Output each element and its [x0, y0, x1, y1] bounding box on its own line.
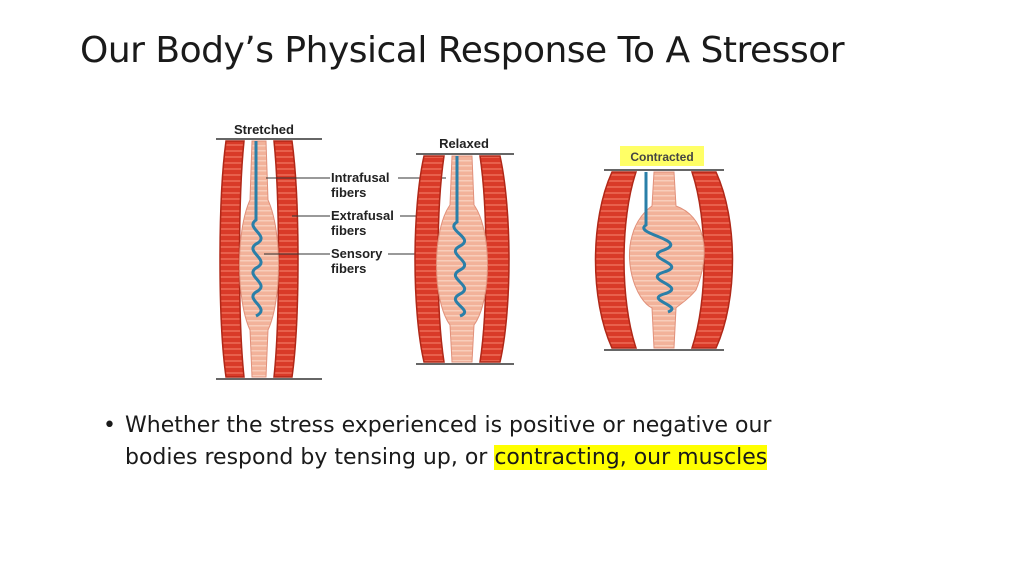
callout-intrafusal-line1: Intrafusal [331, 170, 390, 185]
bullet-symbol: • [103, 413, 116, 438]
state-label-contracted: Contracted [630, 150, 693, 164]
bullet-text-highlighted: contracting, our muscles [494, 445, 768, 470]
callout-extrafusal-line1: Extrafusal [331, 208, 394, 223]
muscle-relaxed: Relaxed [414, 136, 514, 365]
extrafusal-fiber-right [690, 171, 734, 349]
state-label-highlight [620, 146, 704, 166]
callout-sensory-line2: fibers [331, 261, 366, 276]
sensory-fiber [251, 141, 263, 318]
extrafusal-fiber-left [219, 140, 245, 378]
muscle-contracted: Contracted [594, 146, 734, 351]
state-label-stretched: Stretched [234, 122, 294, 137]
muscle-stretched: Stretched [216, 122, 322, 380]
extrafusal-fiber-left [594, 171, 638, 349]
extrafusal-fiber-right [479, 155, 510, 363]
callout-sensory-line1: Sensory [331, 246, 383, 261]
extrafusal-fiber-left [414, 155, 445, 363]
callout-intrafusal-line2: fibers [331, 185, 366, 200]
sensory-fiber [642, 172, 674, 314]
sensory-fiber [452, 156, 467, 318]
bullet-item: • Whether the stress experienced is posi… [103, 410, 793, 474]
slide-title: Our Body’s Physical Response To A Stress… [80, 30, 845, 71]
bullet-text-plain: Whether the stress experienced is positi… [125, 413, 772, 470]
state-label-relaxed: Relaxed [439, 136, 489, 151]
intrafusal-fiber [628, 171, 705, 349]
bullet-text: Whether the stress experienced is positi… [103, 410, 793, 474]
callouts: Intrafusal fibers Extrafusal fibers Sens… [264, 170, 458, 276]
callout-extrafusal-line2: fibers [331, 223, 366, 238]
